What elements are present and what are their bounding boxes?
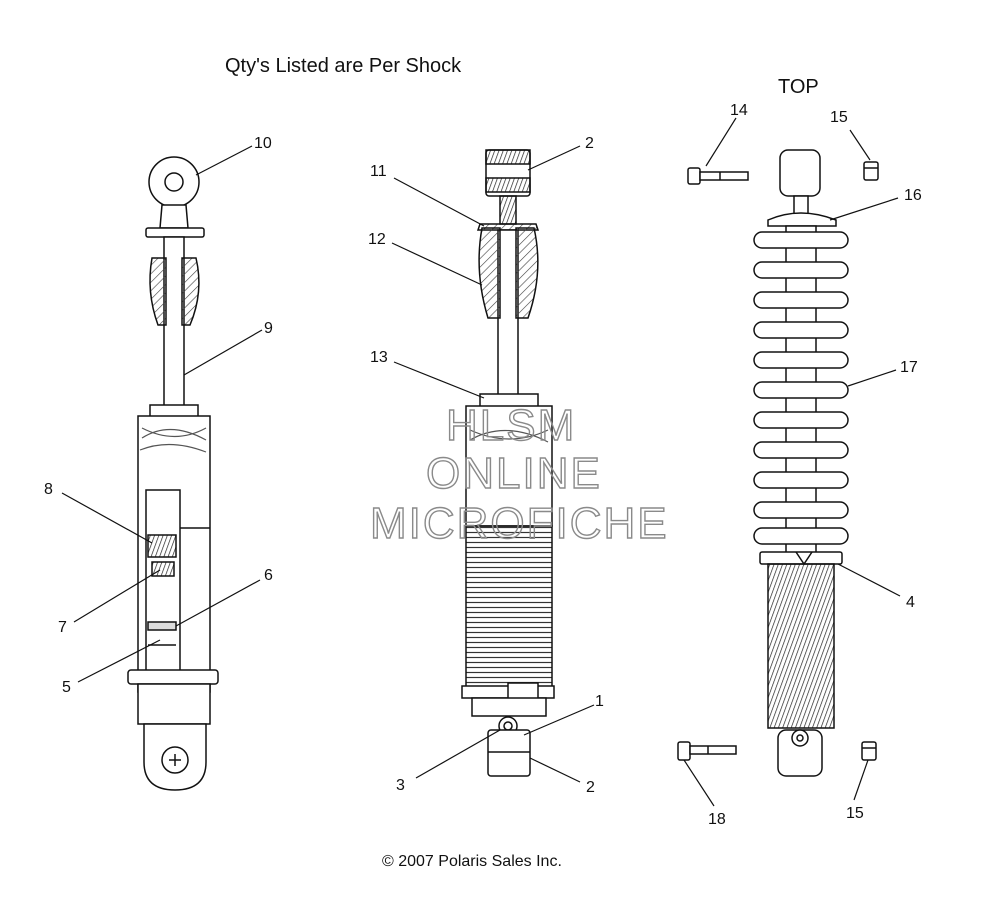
- right-upper-eye: [779, 149, 821, 197]
- left-shaft: [163, 236, 185, 408]
- callout-16: 16: [904, 187, 922, 204]
- right-threaded-body: [767, 563, 835, 729]
- callout-9: 9: [264, 320, 273, 337]
- nut-15-bottom: [861, 741, 877, 761]
- middle-bumper: [478, 227, 501, 319]
- left-top-plate: [145, 227, 205, 238]
- callout-13: 13: [370, 349, 388, 366]
- callout-6: 6: [264, 567, 273, 584]
- right-spring-seat-bottom: [759, 551, 843, 565]
- callouts: 10 9 8 7 5 6 2 11 12 13 1 3 2 14 15 16 1…: [44, 102, 922, 828]
- callout-4: 4: [906, 594, 915, 611]
- callout-14: 14: [730, 102, 748, 119]
- bolt-14: [687, 167, 749, 185]
- left-shock: [127, 156, 219, 791]
- left-bumper: [149, 257, 167, 326]
- right-spring: [753, 231, 849, 545]
- bolt-18: [677, 741, 737, 761]
- middle-threaded-body: [465, 525, 553, 689]
- callout-11: 11: [370, 163, 387, 180]
- callout-15-bottom: 15: [846, 805, 864, 822]
- leader-lines: [61, 117, 901, 807]
- left-bottom-collar: [127, 669, 219, 685]
- callout-2-bottom: 2: [586, 779, 595, 796]
- callout-2-top: 2: [585, 135, 594, 152]
- callout-17: 17: [900, 359, 918, 376]
- watermark-line2: ONLINE: [426, 449, 602, 498]
- callout-8: 8: [44, 481, 53, 498]
- callout-15-top: 15: [830, 109, 848, 126]
- qty-note: Qty's Listed are Per Shock: [225, 55, 462, 77]
- copyright: © 2007 Polaris Sales Inc.: [382, 853, 562, 870]
- callout-7: 7: [58, 619, 67, 636]
- middle-body: [465, 405, 553, 527]
- callout-3: 3: [396, 777, 405, 794]
- watermark: HLSM ONLINE MICROFICHE: [369, 400, 669, 548]
- middle-shaft: [497, 229, 519, 399]
- nut-15-top: [863, 161, 879, 181]
- callout-5: 5: [62, 679, 71, 696]
- watermark-line3: MICROFICHE: [370, 499, 669, 548]
- left-piston: [147, 534, 177, 558]
- middle-lower-bushing: [487, 729, 531, 777]
- top-label: TOP: [778, 76, 819, 98]
- callout-10: 10: [254, 135, 272, 152]
- callout-1: 1: [595, 693, 604, 710]
- middle-shock: [461, 149, 555, 777]
- callout-12: 12: [368, 231, 386, 248]
- right-spring-seat-top: [767, 212, 837, 227]
- right-shock: [753, 149, 849, 777]
- callout-18: 18: [708, 811, 726, 828]
- watermark-line1: HLSM: [446, 401, 576, 450]
